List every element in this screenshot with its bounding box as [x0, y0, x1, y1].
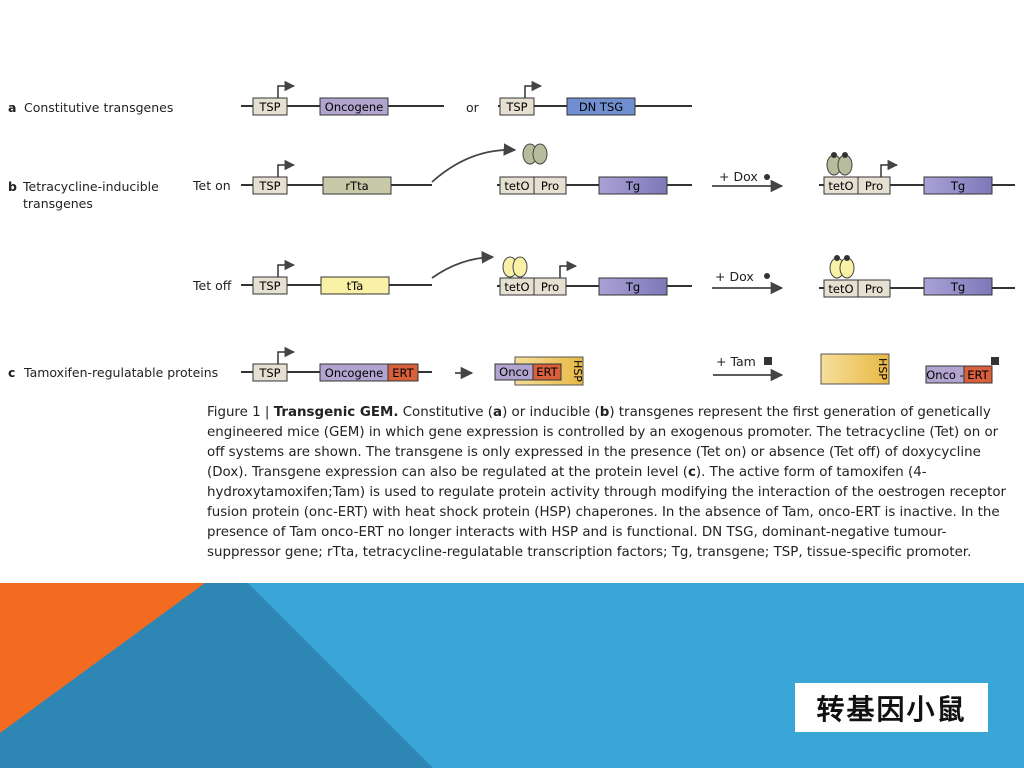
rtta-box: rTta	[322, 176, 392, 195]
svg-text:Onco -: Onco -	[926, 368, 964, 382]
promoter-arrow	[277, 346, 296, 364]
tta-dox-bound-icon	[829, 255, 855, 279]
tsp-box: TSP	[252, 176, 288, 195]
svg-text:Tg: Tg	[625, 280, 640, 294]
promoter-arrow	[559, 260, 578, 278]
rtta-dox-bound-icon	[826, 152, 853, 176]
tam-icon	[764, 357, 772, 365]
tsp-box: TSP	[499, 97, 535, 116]
free-hsp: HSP	[820, 353, 890, 385]
promoter-arrow	[277, 259, 296, 277]
svg-text:ERT: ERT	[536, 365, 558, 379]
svg-text:Oncogene: Oncogene	[325, 100, 383, 114]
panel-c-letter: c	[8, 365, 15, 380]
hsp-complex: HSP Onco ERT	[494, 356, 584, 386]
panel-a-title: Constitutive transgenes	[24, 100, 173, 115]
teto-pro-box: tetO Pro	[499, 277, 567, 296]
svg-text:Pro: Pro	[541, 280, 559, 294]
footer-decoration	[0, 583, 1024, 768]
tg-box: Tg	[923, 277, 993, 296]
promoter-arrow	[524, 80, 543, 98]
tsp-box: TSP	[252, 276, 288, 295]
svg-text:Onco: Onco	[499, 365, 529, 379]
tg-box: Tg	[923, 176, 993, 195]
tsp-box: TSP	[252, 363, 288, 382]
svg-text:TSP: TSP	[258, 179, 280, 193]
or-label: or	[466, 100, 480, 115]
panel-a-letter: a	[8, 100, 16, 115]
rtta-protein-icon	[522, 143, 548, 165]
svg-text:Pro: Pro	[865, 179, 883, 193]
svg-text:ERT: ERT	[967, 368, 989, 382]
expression-arrow	[431, 251, 495, 279]
svg-text:Tg: Tg	[625, 179, 640, 193]
svg-text:DN TSG: DN TSG	[579, 100, 623, 114]
svg-text:Tg: Tg	[950, 280, 965, 294]
dox-icon	[764, 174, 770, 180]
svg-text:tTa: tTa	[347, 279, 364, 293]
svg-text:tetO: tetO	[504, 179, 529, 193]
oncogene-box: Oncogene	[319, 97, 389, 116]
tta-protein-icon	[502, 256, 528, 278]
panel-b-title-line1: Tetracycline-inducible	[22, 179, 159, 194]
teto-pro-box: tetO Pro	[823, 279, 891, 298]
dn-tsg-box: DN TSG	[566, 97, 636, 116]
active-onco-ert: Onco - ERT	[925, 357, 999, 384]
promoter-arrow	[880, 159, 899, 177]
svg-text:TSP: TSP	[258, 366, 280, 380]
tam-label: + Tam	[716, 354, 756, 369]
svg-text:HSP: HSP	[876, 358, 889, 380]
teto-pro-box: tetO Pro	[823, 176, 891, 195]
tg-box: Tg	[598, 176, 668, 195]
svg-text:tetO: tetO	[828, 179, 853, 193]
svg-text:Tg: Tg	[950, 179, 965, 193]
figure-caption: Figure 1 | Transgenic GEM. Constitutive …	[207, 405, 1007, 560]
tet-on-label: Tet on	[192, 178, 231, 193]
svg-text:tetO: tetO	[504, 280, 529, 294]
tg-box: Tg	[598, 277, 668, 296]
expression-arrow	[431, 143, 517, 183]
promoter-arrow	[277, 80, 296, 98]
tsp-box: TSP	[252, 97, 288, 116]
dox-label: + Dox	[719, 169, 758, 184]
svg-text:Oncogene: Oncogene	[325, 366, 383, 380]
svg-text:HSP: HSP	[571, 360, 584, 382]
dox-icon	[764, 273, 770, 279]
panel-b-title-line2: transgenes	[23, 196, 93, 211]
oncogene-ert-box: Oncogene ERT	[319, 363, 419, 382]
svg-text:ERT: ERT	[392, 366, 414, 380]
svg-text:TSP: TSP	[258, 100, 280, 114]
svg-text:tetO: tetO	[828, 282, 853, 296]
teto-pro-box: tetO Pro	[499, 176, 567, 195]
panel-b-letter: b	[8, 179, 17, 194]
tet-off-label: Tet off	[192, 278, 232, 293]
tam-icon	[991, 357, 999, 365]
svg-text:Pro: Pro	[541, 179, 559, 193]
svg-text:TSP: TSP	[505, 100, 527, 114]
svg-text:TSP: TSP	[258, 279, 280, 293]
svg-text:Pro: Pro	[865, 282, 883, 296]
svg-text:rTta: rTta	[345, 179, 368, 193]
promoter-arrow	[277, 159, 296, 177]
panel-c-title: Tamoxifen-regulatable proteins	[23, 365, 218, 380]
tta-box: tTa	[320, 276, 390, 295]
dox-label: + Dox	[715, 269, 754, 284]
slide-title: 转基因小鼠	[795, 683, 988, 732]
